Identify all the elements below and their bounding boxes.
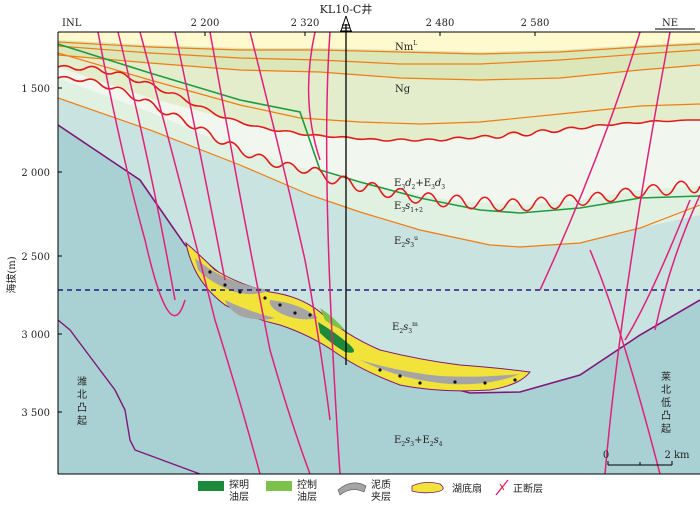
legend-swatch-mud: [337, 482, 367, 496]
direction-left-label: INL: [62, 18, 82, 29]
control-oil-layer: [320, 308, 345, 330]
y-tick-label: 2 500: [21, 252, 50, 263]
oil-point: [453, 380, 457, 384]
legend-label: 夹层: [371, 490, 391, 503]
right-uplift-label: 莱北低凸起: [661, 371, 671, 435]
legend-swatch-proven: [198, 481, 224, 491]
horizon-lines: [58, 41, 700, 474]
well-kl10c: [340, 15, 352, 365]
label-es3u: E2s3u: [394, 235, 418, 249]
top-ticks: 2 200 2 320 2 480 2 580: [191, 18, 550, 36]
y-tick-label: 2 000: [21, 168, 50, 179]
oil-point: [513, 378, 517, 382]
oil-point: [278, 303, 282, 307]
well-derrick-icon: [340, 15, 352, 32]
y-tick-label: 1 500: [21, 84, 50, 95]
oil-point: [263, 296, 267, 300]
normal-fault-icon: [495, 479, 509, 496]
oil-point: [308, 313, 312, 317]
nm-base-line: [58, 41, 700, 55]
label-es3m: E2s3m: [392, 321, 418, 335]
well-points: [208, 270, 517, 385]
direction-right-label: NE: [662, 18, 678, 29]
fault-7: [307, 32, 321, 161]
label-es12: E3s1+2: [394, 201, 423, 214]
top-tick-label: 2 200: [191, 18, 220, 29]
scale-bar: 0 2 km: [603, 450, 690, 466]
y-tick-label: 3 500: [21, 408, 50, 419]
label-ng: Ng: [395, 84, 411, 95]
legend-swatch-control: [266, 481, 292, 491]
scale-end: 2 km: [664, 450, 690, 461]
y-axis: 海拔(m) 1 500 2 000 2 500 3 000 3 500: [5, 84, 62, 419]
well-name: KL10-C井: [320, 2, 373, 16]
fault-4: [174, 32, 226, 281]
green-horizon-line: [58, 43, 700, 214]
top-tick-label: 2 580: [521, 18, 550, 29]
fault-13: [654, 194, 700, 331]
label-es34: E2s3+E2s4: [394, 435, 443, 448]
legend: 探明 油层 控制 油层 泥质 夹层 湖底扇 正断层: [198, 478, 543, 503]
mud-interlayer-3: [360, 360, 520, 385]
label-ed: E3d2+E3d3: [394, 178, 445, 191]
legend-label: 正断层: [513, 482, 543, 495]
fault-10: [604, 32, 671, 474]
legend-label: 控制: [297, 478, 317, 491]
es12-wavy-line: [58, 75, 700, 212]
fault-6: [249, 32, 331, 421]
proven-oil-layer: [318, 322, 354, 353]
legend-swatch-fan: [411, 482, 444, 494]
ed-base-wavy-line: [58, 64, 700, 142]
strata-fill-group: [58, 32, 700, 474]
legend-label: 探明: [229, 478, 249, 491]
oil-point: [418, 381, 422, 385]
oil-point: [483, 381, 487, 385]
oil-point: [208, 270, 212, 274]
mud-interlayer-1: [195, 258, 270, 295]
strata-labels: NmL Ng E3d2+E3d3 E3s1+2 E2s3u E2s3m E2s3…: [392, 40, 445, 448]
oil-point: [378, 368, 382, 372]
top-tick-label: 2 320: [291, 18, 320, 29]
legend-label: 油层: [297, 490, 317, 503]
deep-boundary-line: [58, 319, 201, 474]
fault-11: [624, 199, 691, 341]
fault-8: [325, 32, 341, 474]
fault-3: [139, 32, 261, 474]
left-uplift-label: 潍北凸起: [77, 376, 87, 427]
y-tick-label: 3 000: [21, 330, 50, 341]
oil-point: [398, 374, 402, 378]
fault-12: [589, 249, 661, 474]
faults: [97, 32, 700, 474]
oil-point: [293, 311, 297, 315]
ed-top-line: [58, 52, 700, 125]
legend-label: 泥质: [371, 478, 391, 491]
top-tick-label: 2 480: [426, 18, 455, 29]
nm-layer: [58, 32, 700, 52]
fault-1: [97, 32, 186, 317]
es3u-base-line: [58, 97, 700, 248]
mud-interlayer-2: [269, 300, 318, 320]
fault-9: [539, 32, 641, 291]
fault-2: [117, 32, 176, 301]
oil-point: [238, 290, 242, 294]
legend-label: 油层: [229, 490, 249, 503]
fault-5: [209, 32, 311, 474]
ng-base-line: [58, 54, 700, 81]
legend-label: 湖底扇: [452, 482, 482, 495]
y-axis-title: 海拔(m): [5, 256, 18, 293]
label-nm: NmL: [395, 40, 417, 53]
scale-zero: 0: [603, 450, 609, 461]
oil-point: [223, 283, 227, 287]
